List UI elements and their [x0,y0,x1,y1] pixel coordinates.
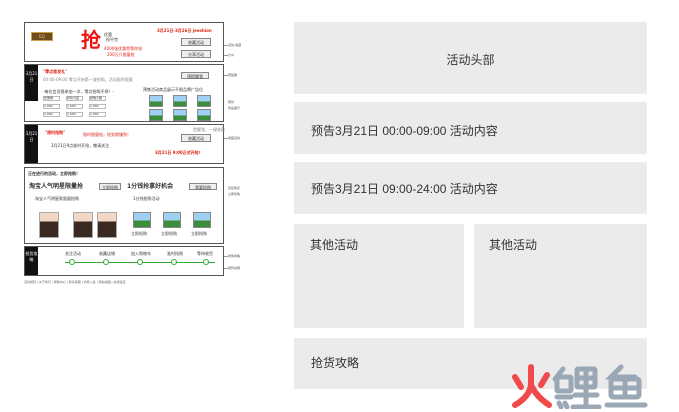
product-image[interactable] [193,212,211,228]
other-right-desc: 1分钱抢购活动 [133,196,160,201]
pre1-side-date: 3月21日 [25,65,38,101]
step-dot [137,259,143,265]
date-text: 3月21日-3月26日 jeeshion [157,28,212,33]
section-label: 抢货攻略 [311,356,360,370]
annotation: 抢购攻略 [228,254,241,258]
annotation: 立即抢购 [228,192,241,196]
annotation: 收藏活动 [228,136,241,140]
annotation-line [224,268,228,269]
product-image[interactable] [133,212,151,228]
model-photo[interactable] [73,212,93,238]
annotation-line [224,138,228,139]
pic-label: 立即抢购 [191,231,207,236]
other-right-button[interactable]: 我要抢购 [189,183,217,190]
step-label: 加入购物车 [131,251,151,256]
other-left-title: 淘宝人气明星限量抢 [29,183,84,190]
tag-line1: 优惠 [104,32,112,37]
pre1-subtitle: -每位会员限参加一次，零点抢购不停！- [43,89,114,94]
section-label: 预告3月21日 00:00-09:00 活动内容 [311,124,498,138]
pre1-pic-title: 预售活动商品展示不限品牌广告位 [143,87,203,92]
product-image[interactable] [163,212,181,228]
promo-line1: 4000张优惠劵等你抢 [104,46,143,51]
section-label: 活动头部 [446,53,495,67]
tips-side-label: 抢货攻略 [25,247,38,275]
section-other-activity-1: 其他活动 [294,224,464,328]
model-photo[interactable] [97,212,117,238]
product-image[interactable] [149,95,163,107]
annotation-line [224,75,228,76]
other-left-button[interactable]: 立即抢购 [99,183,121,190]
step-dot [103,259,109,265]
pre1-cell: 折扣力度 [66,96,83,101]
mock-other-block: 正在进行的活动，立即抢购！ 淘宝人气明星限量抢 立即抢购 淘宝人气明星款限量抢购… [24,167,224,244]
pre2-subtitle: 限时限量抢，抢到就赚到！ [83,132,131,137]
brand-logo: EQ [31,32,53,41]
section-label: 其他活动 [489,238,538,252]
model-photo[interactable] [39,212,59,238]
mock-header-block: EQ 抢 优惠 抢不完 4000张优惠劵等你抢 200万只限量抢 3月21日-3… [24,22,224,62]
section-activity-header: 活动头部 [294,22,647,94]
section-preview-1: 预告3月21日 00:00-09:00 活动内容 [294,102,647,154]
step-label: 关注活动 [65,251,81,256]
pre1-cell: 1,000 [89,104,106,109]
pre2-notice: 3月21日 9:00正式开抢！ [155,150,203,155]
fav-activity-button[interactable]: 收藏活动 [181,38,211,46]
footer-links[interactable]: 活动规则 | 关于我们 | 帮助中心 | 联系客服 | 商家入驻 | 网站地图 … [24,280,126,284]
product-image[interactable] [173,109,187,121]
pre2-side-date: 3月21日 [25,125,38,163]
section-label: 其他活动 [310,238,359,252]
pic-label: 立即抢购 [131,231,147,236]
pre1-remind-button[interactable]: 预提醒我 [181,72,209,79]
other-right-title: 1分钱抢拿好机会 [127,183,174,190]
mock-tips-block: 抢货攻略 关注活动 收藏店铺 加入购物车 准时抢购 等待收货 [24,246,224,276]
section-preview-2: 预告3月21日 09:00-24:00 活动内容 [294,162,647,214]
section-label: 预告3月21日 09:00-24:00 活动内容 [311,182,498,196]
product-image[interactable] [173,95,187,107]
annotation: 活动-收藏 [228,43,242,47]
step-dot [203,259,209,265]
mock-pre2-block: 3月21日 "限时抢购" 限时限量抢，抢到就赚到！ 3月21日9点准时开抢，敬请… [24,124,225,164]
product-image[interactable] [149,109,163,121]
step-label: 准时抢购 [167,251,183,256]
pre1-cell: 1,000 [43,112,60,117]
pre2-title: "限时抢购" [45,130,66,135]
pre1-cell: 1,000 [66,112,83,117]
other-left-desc: 淘宝人气明星款限量抢购 [35,196,79,201]
annotation-line [224,256,228,257]
pre1-cell: 1,000 [43,104,60,109]
step-label: 收藏店铺 [99,251,115,256]
wireframe-mockup: EQ 抢 优惠 抢不完 4000张优惠劵等你抢 200万只限量抢 3月21日-3… [24,22,246,290]
pre1-cell: 1,000 [89,112,106,117]
pre1-title: "零点首发礼" [43,69,68,74]
annotation: 限时 [228,100,235,104]
step-dot [69,259,75,265]
annotation: 直接购买 [228,186,241,190]
mock-pre1-block: 3月21日 "零点首发礼" 00:00-09:00 零点开始第一波抢购，活动限时… [24,64,224,122]
tag-line2: 抢不完 [106,37,118,42]
promo-line2: 200万只限量抢 [107,52,135,57]
pre1-cell: 1,000 [66,104,83,109]
annotation: 商品展示 [228,106,241,110]
annotation: 预提醒 [228,73,238,77]
section-other-activity-2: 其他活动 [474,224,647,328]
share-activity-button[interactable]: 分享活动 [181,50,211,58]
pre1-cell: 抢购人数 [89,96,106,101]
annotation: 规则说明 [228,266,241,270]
pre2-fav-button[interactable]: 收藏活动 [181,134,211,142]
pic-label: 立即抢购 [161,231,177,236]
pre1-time: 00:00-09:00 零点开始第一波抢购，活动限时限量 [43,77,133,82]
product-image[interactable] [197,109,211,121]
step-label: 等待收货 [197,251,213,256]
annotation: 分享 [228,53,235,57]
watermark-logo [512,364,648,409]
other-title: 正在进行的活动，立即抢购！ [28,171,80,176]
pre2-desc: 3月21日9点准时开抢，敬请关注 [51,143,110,148]
pre2-small-note: 提醒我，一键收藏 [193,127,225,132]
product-image[interactable] [197,95,211,107]
annotation-line [224,45,228,46]
annotation-line [224,55,228,56]
grab-char: 抢 [81,28,101,52]
step-dot [171,259,177,265]
pre1-cell: 优惠券 [43,96,60,101]
